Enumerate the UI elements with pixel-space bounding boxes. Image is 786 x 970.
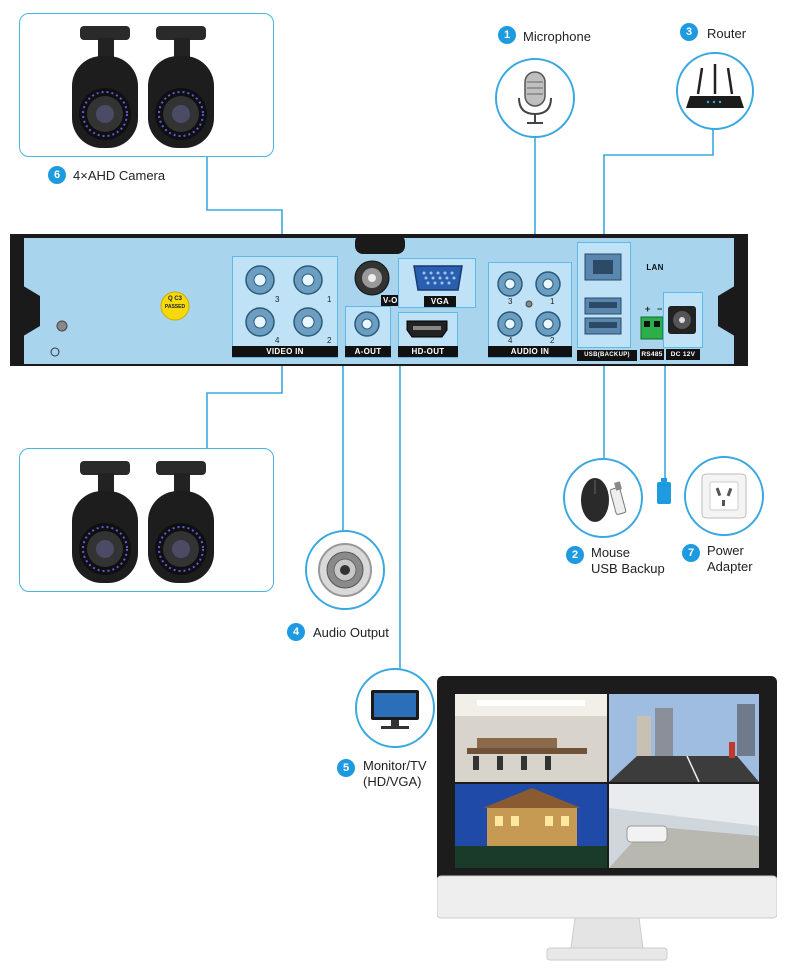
vout-port: [354, 260, 390, 296]
monitor-icon: [371, 690, 419, 729]
rs485-port: [640, 316, 664, 340]
qc-sticker-line2: PASSED: [164, 304, 186, 310]
router-number-badge: 3: [680, 23, 698, 41]
power-label-line1: Power: [707, 543, 744, 558]
mouse-icon: [581, 478, 627, 522]
line-router: [603, 122, 714, 258]
video-in-ports: [245, 265, 323, 337]
rs485-plus: +: [645, 304, 651, 314]
hdmi-port: [406, 320, 448, 338]
router-icon: [686, 64, 744, 108]
rs485-label: RS485: [640, 349, 664, 360]
power-outlet-icon: [701, 473, 747, 519]
power-label-line2: Adapter: [707, 559, 753, 574]
audio-in-label: AUDIO IN: [488, 346, 572, 357]
audio-output-number-badge: 4: [287, 623, 305, 641]
mouse-circle: [563, 458, 643, 538]
power-plug-icon: [657, 478, 671, 504]
audio-port-num-2: 2: [550, 336, 555, 345]
audio-output-circle: [305, 530, 385, 610]
usb-ports: [584, 297, 622, 335]
audio-output-label: Audio Output: [313, 625, 389, 640]
vga-port: [413, 265, 463, 291]
bottom-camera-panel: [19, 448, 274, 592]
dc-port: [668, 306, 696, 334]
video-port-num-1: 1: [327, 295, 332, 304]
camera-label: 4×AHD Camera: [73, 168, 166, 183]
usb-label: USB(BACKUP): [577, 350, 637, 361]
audio-jack-icon: [318, 543, 372, 597]
monitor-label-line1: Monitor/TV: [363, 758, 427, 773]
microphone-circle: [495, 58, 575, 138]
microphone-icon: [518, 71, 552, 124]
camera-icon: [72, 461, 214, 583]
a-out-label: A-OUT: [345, 346, 391, 357]
mouse-label-line2: USB Backup: [591, 561, 665, 576]
a-out-port: [354, 311, 380, 337]
top-camera-panel: [19, 13, 274, 157]
power-circle: [684, 456, 764, 536]
lan-label: LAN: [646, 263, 664, 272]
vga-label: VGA: [424, 296, 456, 307]
monitor-circle: [355, 668, 435, 748]
router-label: Router: [707, 26, 747, 41]
hd-out-label: HD-OUT: [398, 346, 458, 357]
microphone-label: Microphone: [523, 29, 591, 44]
camera-number-badge: 6: [48, 166, 66, 184]
monitor-label-line2: (HD/VGA): [363, 774, 422, 789]
video-port-num-3: 3: [275, 295, 280, 304]
monitor-number-badge: 5: [337, 759, 355, 777]
mouse-label-line1: Mouse: [591, 545, 631, 560]
audio-port-num-3: 3: [508, 297, 513, 306]
dc12v-label: DC 12V: [666, 349, 700, 360]
audio-port-num-1: 1: [550, 297, 555, 306]
power-number-badge: 7: [682, 544, 700, 562]
line-bottom-cameras: [206, 340, 283, 448]
video-port-num-4: 4: [275, 336, 280, 345]
video-in-label: VIDEO IN: [232, 346, 338, 357]
lan-port: [584, 253, 622, 281]
mouse-number-badge: 2: [566, 546, 584, 564]
rs485-minus: −: [657, 304, 663, 314]
camera-icon: [72, 26, 214, 148]
monitor-screen-icon: [436, 676, 778, 961]
audio-in-ports: [497, 271, 561, 337]
large-monitor: [436, 676, 778, 961]
audio-port-num-4: 4: [508, 336, 513, 345]
video-port-num-2: 2: [327, 336, 332, 345]
qc-sticker-line1: Q C3: [167, 296, 182, 302]
router-circle: [676, 52, 754, 130]
microphone-number-badge: 1: [498, 26, 516, 44]
vout-label: V-OUT: [381, 295, 411, 306]
